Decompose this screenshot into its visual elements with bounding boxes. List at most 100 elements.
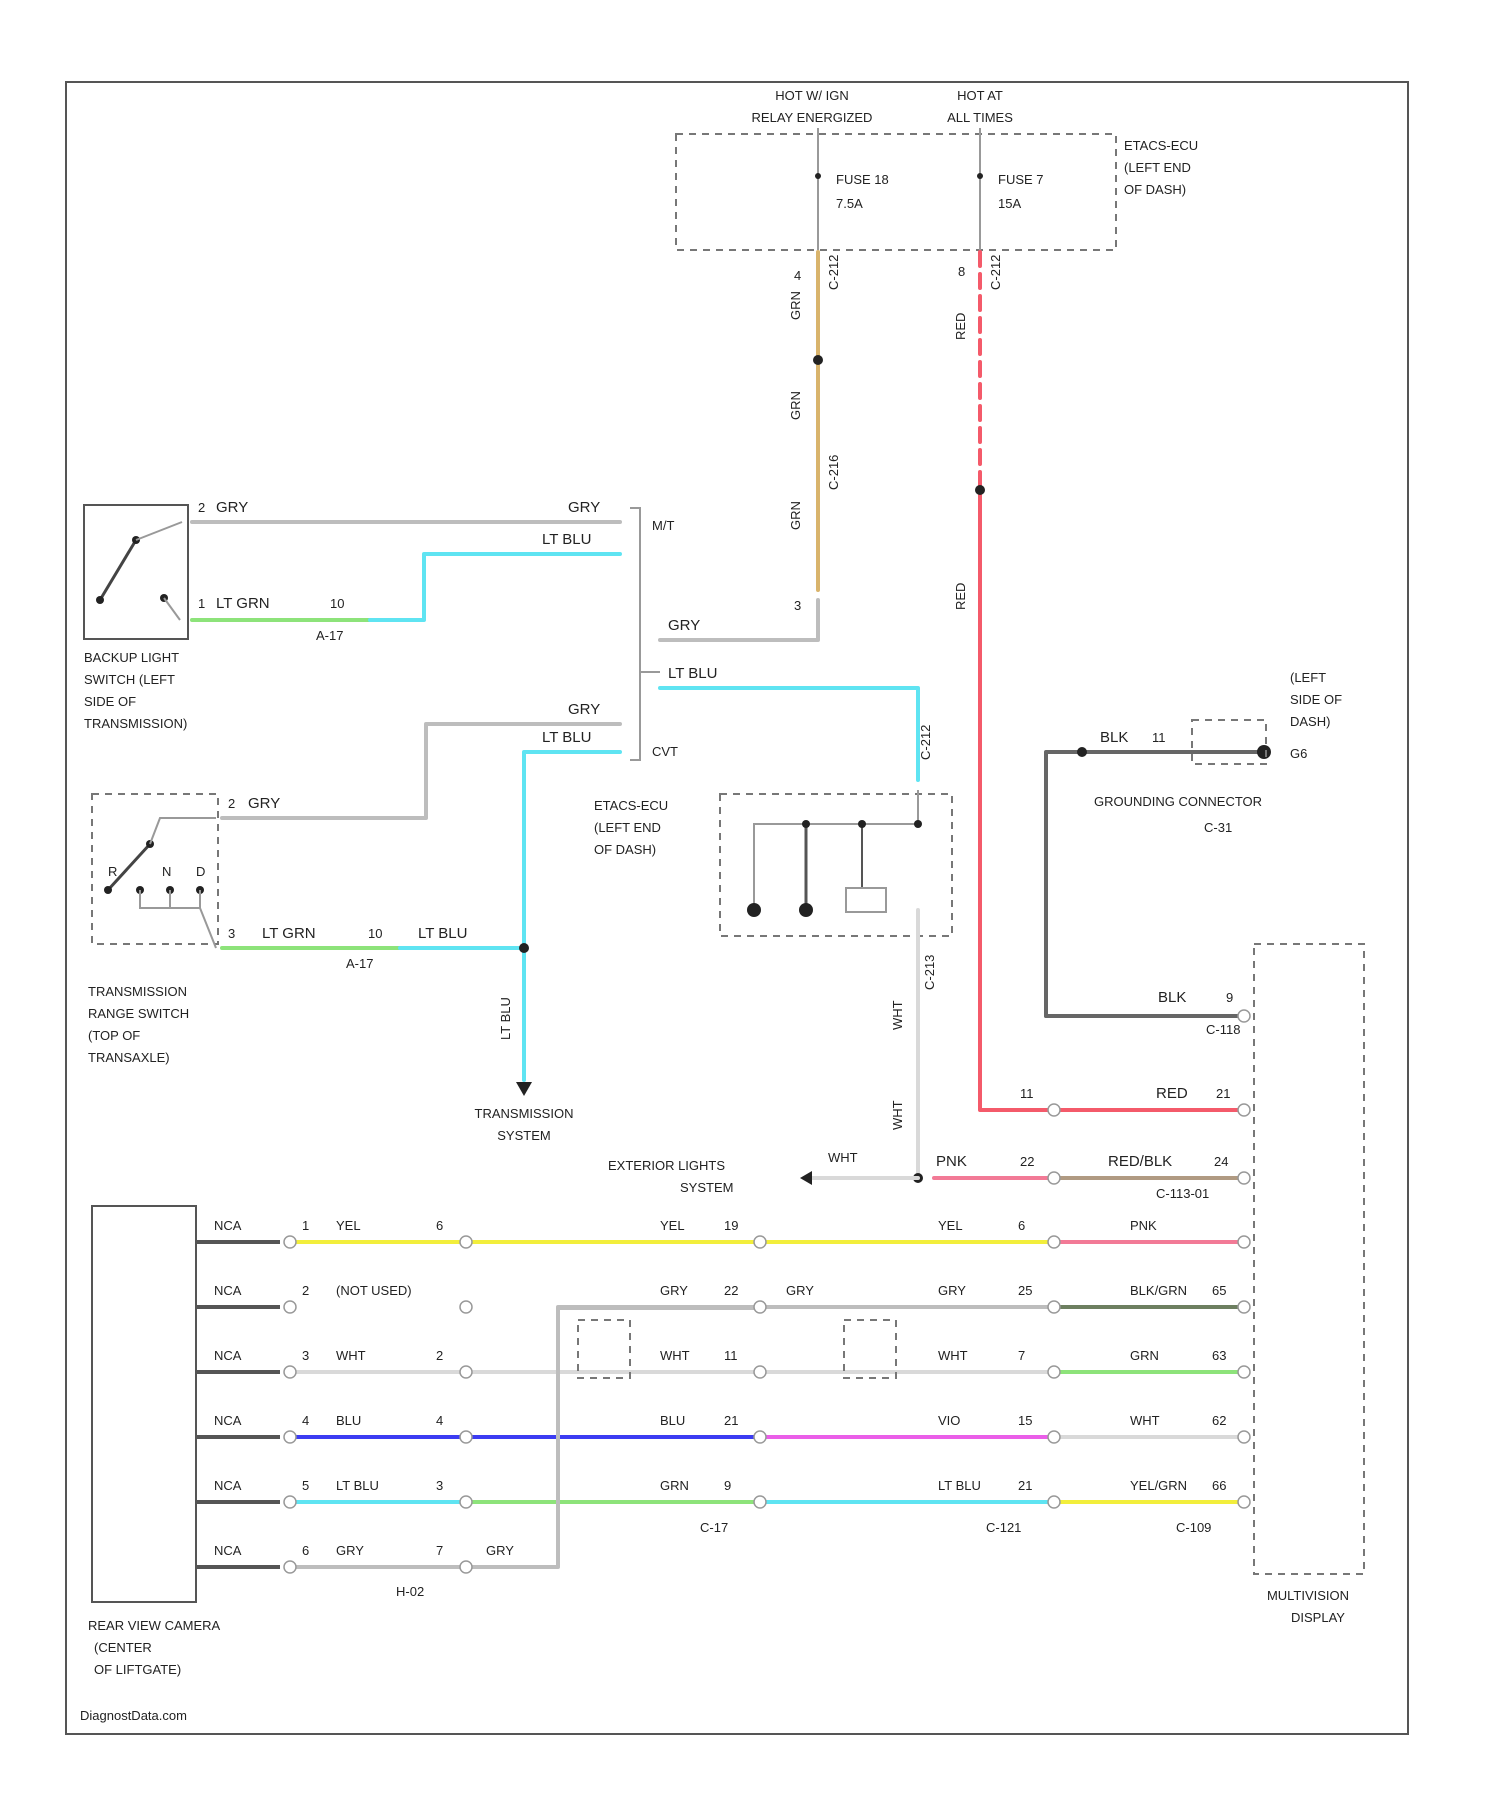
camera-pin2-4: 3 [436,1478,443,1493]
pin-4-2 [1238,1366,1250,1378]
fuse-b-name: FUSE 7 [998,172,1044,187]
display-blk-conn: C-118 [1206,1022,1240,1037]
footer: DiagnostData.com [80,1708,187,1723]
label-wht-2: WHT [890,1100,905,1130]
etacs-ecu-middle: ETACS-ECU (LEFT END OF DASH) WHT WHT C-2… [594,790,1244,1195]
camera-mpin-2: 11 [724,1348,738,1363]
pin-4-1 [1238,1301,1250,1313]
backup-pin1: 2 [198,500,205,515]
camera-wire-5: GRY [336,1543,364,1558]
contact-r: R [108,864,117,879]
cvt-label: CVT [652,744,678,759]
contact-n: N [162,864,171,879]
label-ltblu-cvt: LT BLU [542,729,591,746]
camera-pin-2: 3 [302,1348,309,1363]
range-name2: RANGE SWITCH [88,1006,189,1021]
display-redblk: RED/BLK [1108,1153,1172,1170]
range-pin-mid: 10 [368,926,382,941]
label-pnk: PNK [936,1153,967,1170]
camera-nca-2: NCA [214,1348,242,1363]
display-pnk-in: 22 [1020,1154,1034,1169]
label-vert-ltblu: LT BLU [498,997,513,1040]
camera-rpin-1: 25 [1018,1283,1032,1298]
transmission-range-switch: R N D 2 3 GRY LT GRN 10 A-17 LT BLU TRAN… [88,701,678,1143]
conn-a-label: C-212 [826,255,841,290]
shield-right [844,1320,896,1378]
camera-mid-1: GRY [660,1283,688,1298]
pin-2-2 [754,1366,766,1378]
exterior-arrow [800,1171,812,1185]
conn-pin-top-3 [1238,1104,1250,1116]
range-conn: A-17 [346,956,373,971]
label-gry-top: GRY [568,499,600,516]
wire-ltblu-backup [370,554,620,620]
ground-blk: BLK [1100,729,1128,746]
camera-conn: H-02 [396,1584,424,1599]
fuse-a-dot [815,173,821,179]
camera-pin2-2: 2 [436,1348,443,1363]
pin-4-4 [1238,1496,1250,1508]
camera-pin2-0: 6 [436,1218,443,1233]
backup-wire2: LT GRN [216,595,270,612]
ecu-mid-line1: ETACS-ECU [594,798,668,813]
camera-rpin-0: 6 [1018,1218,1025,1233]
camera-dpin-2: 63 [1212,1348,1226,1363]
camera-mid-0: YEL [660,1218,685,1233]
camera-mid2-1: GRY [786,1283,814,1298]
label-gry-cvt: GRY [568,701,600,718]
exterior-1: EXTERIOR LIGHTS [608,1158,725,1173]
ground-side3: DASH) [1290,714,1330,729]
backup-name1: BACKUP LIGHT [84,650,179,665]
range-wire1: GRY [248,795,280,812]
pin-2-0 [754,1236,766,1248]
camera-wire-2: WHT [336,1348,366,1363]
camera-mpin-3: 21 [724,1413,738,1428]
pin-0-1 [284,1301,296,1313]
camera-pin-5: 6 [302,1543,309,1558]
ecu-top-line2: (LEFT END [1124,160,1191,175]
wire-red-label1: RED [953,313,968,340]
camera-d-0: PNK [1130,1218,1157,1233]
pin-4-0 [1238,1236,1250,1248]
wire-ltblu-merged [660,688,918,780]
pin-1-2 [460,1366,472,1378]
camera-nca-0: NCA [214,1218,242,1233]
camera-dpin-4: 66 [1212,1478,1226,1493]
camera-nca-3: NCA [214,1413,242,1428]
trans-system-2: SYSTEM [497,1128,550,1143]
ground-num: G6 [1290,746,1307,761]
camera-r-2: WHT [938,1348,968,1363]
camera-mid-3: BLU [660,1413,685,1428]
pin-2-4 [754,1496,766,1508]
camera-r-4: LT BLU [938,1478,981,1493]
hot-relay-line2: RELAY ENERGIZED [752,110,873,125]
trans-arrow [516,1082,532,1096]
camera-dpin-1: 65 [1212,1283,1226,1298]
pin-1-4 [460,1496,472,1508]
camera-d-3: WHT [1130,1413,1160,1428]
camera-r-1: GRY [938,1283,966,1298]
camera-r-0: YEL [938,1218,963,1233]
camera-pin-3: 4 [302,1413,309,1428]
camera-nca-5: NCA [214,1543,242,1558]
pin-0-2 [284,1366,296,1378]
pin-0-3 [284,1431,296,1443]
shield-left [578,1320,630,1378]
camera-nca-4: NCA [214,1478,242,1493]
pin-c: 8 [958,264,965,279]
wire-blk [1046,752,1264,1016]
pin-3-2 [1048,1366,1060,1378]
camera-conn-d: C-109 [1176,1520,1211,1535]
camera-name2: (CENTER [94,1640,152,1655]
range-name1: TRANSMISSION [88,984,187,999]
camera-rpin-2: 7 [1018,1348,1025,1363]
contact-d: D [196,864,205,879]
ground-conn: C-31 [1204,820,1232,835]
pin-0-5 [284,1561,296,1573]
ground-side1: (LEFT [1290,670,1326,685]
camera-wire-3: BLU [336,1413,361,1428]
pin-4-3 [1238,1431,1250,1443]
pin-0-4 [284,1496,296,1508]
ecu-top-line3: OF DASH) [1124,182,1186,197]
